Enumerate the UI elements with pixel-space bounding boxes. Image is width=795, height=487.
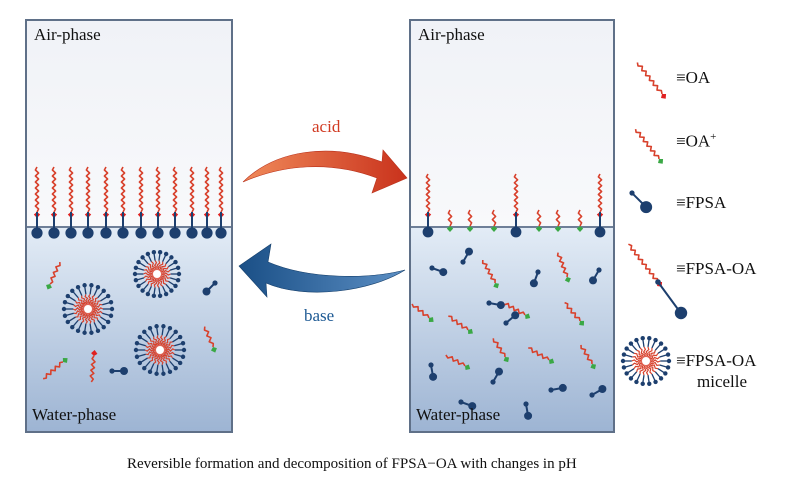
interface-fpsa-head: [201, 227, 213, 239]
free-oa-plus-right: [411, 303, 434, 323]
right-water-phase-label: Water-phase: [416, 405, 501, 424]
legend-fpsa-oa-label: ≡FPSA-OA: [676, 259, 757, 278]
base-arrow: [238, 243, 406, 298]
free-fpsa-left: [202, 280, 218, 296]
interface-fpsa-head: [510, 226, 522, 238]
left-molecules: [31, 166, 227, 383]
legend-fpsa-label: ≡FPSA: [676, 193, 727, 212]
free-fpsa-right: [523, 401, 533, 420]
figure-caption: Reversible formation and decomposition o…: [127, 456, 577, 472]
right-air-region: [410, 20, 614, 227]
interface-fpsa-head: [117, 227, 129, 239]
free-oa-plus-right: [445, 354, 471, 371]
left-beaker-frame: [25, 19, 233, 433]
interface-fpsa-head: [594, 226, 606, 238]
free-oa-plus-right: [528, 347, 555, 365]
free-fpsa-right: [429, 265, 448, 277]
interface-fpsa-head: [422, 226, 434, 238]
free-fpsa-right: [589, 385, 607, 398]
oa-plus-molecule-icon: [634, 128, 664, 164]
interface-fpsa-head: [31, 227, 43, 239]
oa-molecule-icon: [636, 62, 667, 99]
interface-fpsa-head: [169, 227, 181, 239]
legend-micelle-label-line2: micelle: [697, 372, 748, 391]
left-water-phase-label: Water-phase: [32, 405, 117, 424]
free-fpsa-right: [490, 367, 503, 385]
interface-fpsa-head: [152, 227, 164, 239]
free-oa-plus-right: [448, 315, 473, 335]
free-oa-plus-right: [481, 259, 499, 289]
legend-oa-plus-sup: +: [710, 131, 717, 143]
fpsa-molecule-icon: [629, 190, 653, 214]
interface-fpsa-head: [100, 227, 112, 239]
interface-fpsa-head: [82, 227, 94, 239]
free-oa-plus-right: [501, 301, 531, 320]
legend-oa-plus-label: ≡OA+: [676, 131, 716, 152]
left-beaker: [25, 19, 233, 433]
left-water-region: [26, 227, 232, 432]
acid-label: acid: [312, 117, 341, 136]
free-fpsa-right: [589, 267, 602, 285]
free-oa-plus-right: [580, 344, 597, 370]
free-oa-left: [42, 357, 68, 380]
free-fpsa-right: [458, 399, 477, 411]
fpsa-oa-micelle-icon: [620, 336, 672, 386]
interface-fpsa-head: [215, 227, 227, 239]
interface-fpsa-head: [48, 227, 60, 239]
interface-oa-plus: [554, 209, 562, 232]
left-air-phase-label: Air-phase: [34, 25, 101, 44]
free-fpsa-right: [486, 300, 505, 310]
free-fpsa-right: [428, 362, 438, 381]
free-fpsa-left: [109, 367, 128, 375]
interface-oa-plus: [466, 209, 474, 232]
free-oa-left: [89, 350, 98, 383]
right-beaker-frame: [409, 19, 615, 433]
free-oa-plus-right: [564, 301, 585, 326]
interface-oa-plus: [576, 209, 584, 232]
right-molecules: [411, 173, 607, 420]
acid-arrow: [242, 149, 408, 194]
free-fpsa-right: [529, 269, 541, 288]
interface-fpsa-head: [65, 227, 77, 239]
free-oa-plus-right: [492, 338, 510, 363]
legend-micelle-label: ≡FPSA-OA: [676, 351, 757, 370]
interface-oa-plus: [490, 209, 498, 232]
free-oa-left: [46, 262, 61, 290]
interface-oa-plus: [446, 209, 454, 232]
free-fpsa-right: [548, 383, 567, 393]
left-air-region: [26, 20, 232, 227]
legend-oa-plus-text: ≡OA: [676, 131, 711, 151]
interface-fpsa-head: [135, 227, 147, 239]
free-fpsa-right: [503, 311, 520, 326]
right-beaker: [409, 19, 615, 433]
interface-oa-plus: [535, 209, 543, 232]
micelle-left-1: [132, 250, 182, 298]
legend-oa-label: ≡OA: [676, 68, 711, 87]
legend-icons: [620, 62, 688, 386]
base-label: base: [304, 306, 335, 325]
free-oa-left: [203, 326, 217, 353]
fpsa-oa-complex-icon: [628, 243, 688, 320]
free-fpsa-right: [460, 247, 473, 265]
right-air-phase-label: Air-phase: [418, 25, 485, 44]
right-water-region: [410, 227, 614, 432]
micelle-left-3: [133, 324, 187, 376]
micelle-left-2: [61, 283, 115, 335]
free-oa-plus-right: [556, 252, 571, 283]
interface-fpsa-head: [186, 227, 198, 239]
